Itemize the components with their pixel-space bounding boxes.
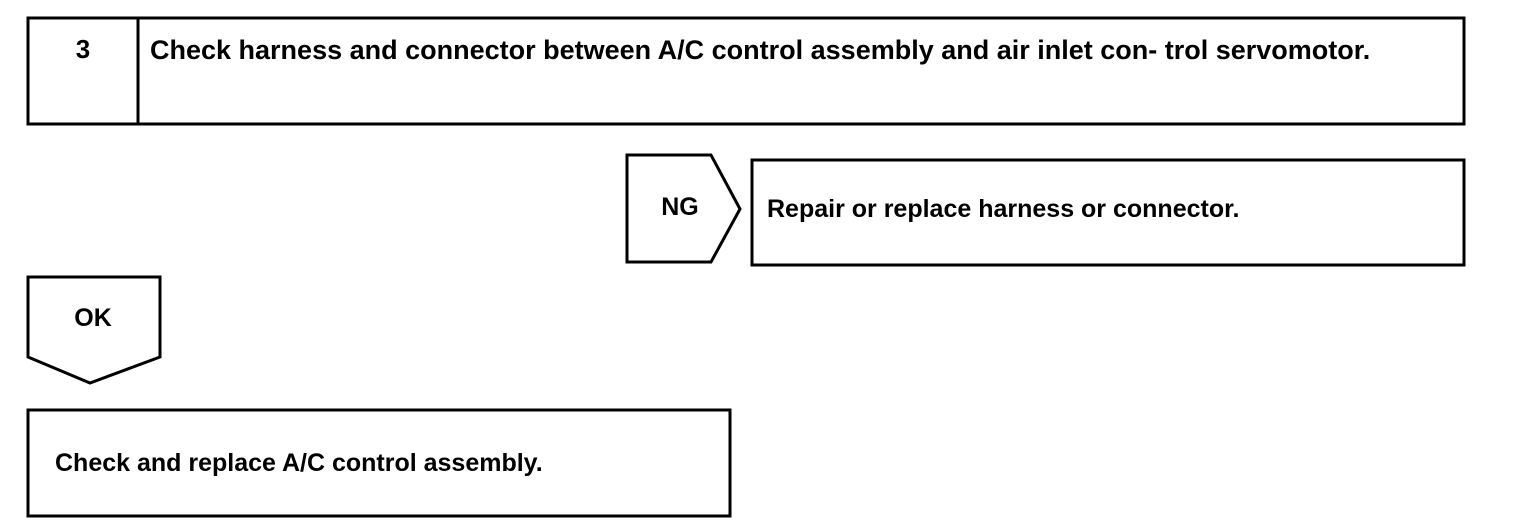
ng-arrow bbox=[625, 153, 742, 264]
step-box bbox=[26, 16, 1466, 126]
ok-action-text: Check and replace A/C control assembly. bbox=[55, 449, 543, 477]
step-number: 3 bbox=[75, 34, 91, 64]
ng-action-box bbox=[750, 158, 1466, 267]
step-title: Check harness and connector between A/C … bbox=[150, 35, 1371, 65]
ok-action-box bbox=[26, 408, 732, 518]
ok-arrow bbox=[26, 275, 162, 385]
ng-label: NG bbox=[661, 193, 699, 221]
ng-action-text: Repair or replace harness or connector. bbox=[767, 195, 1240, 223]
ok-label: OK bbox=[74, 304, 112, 332]
